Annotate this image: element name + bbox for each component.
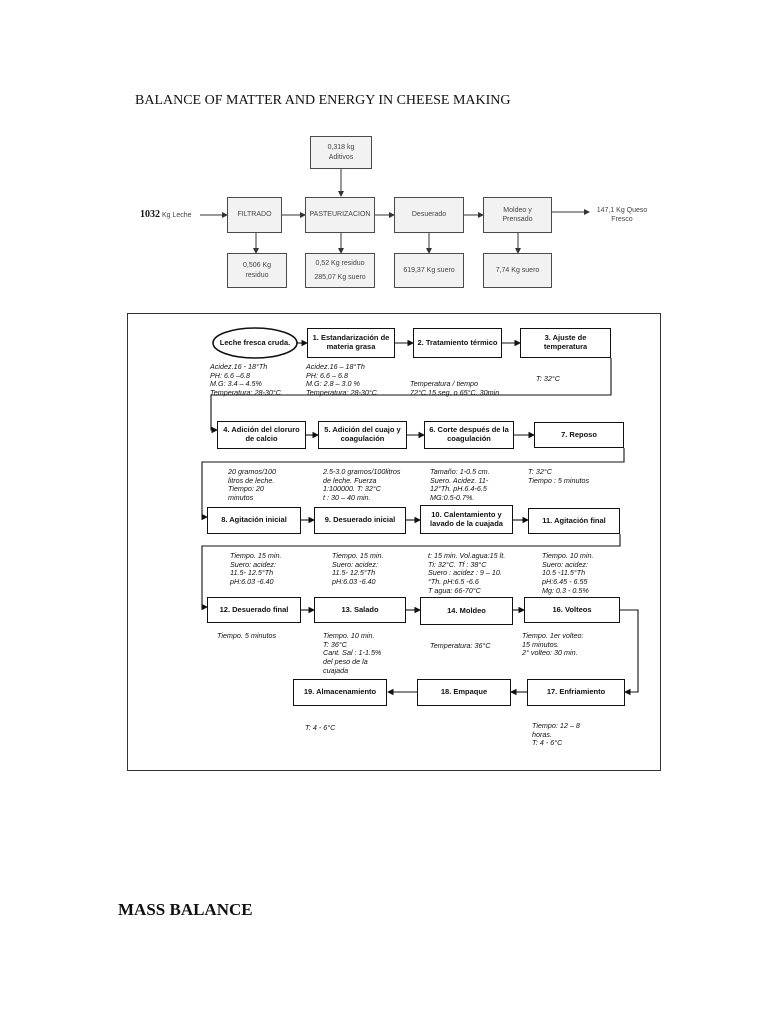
note-volteos: Tiempo. 1er volteo: 15 minutos. 2° volte…: [522, 631, 584, 658]
residue-moldeo-box: 7,74 Kg suero: [483, 253, 552, 288]
note-estandarizacion: Acidez.16 – 18°Th PH: 6.6 – 6.8 M.G: 2.8…: [306, 362, 377, 397]
note-agitacion-inicial: Tiempo. 15 min. Suero: acidez: 11.5- 12.…: [230, 551, 282, 586]
note-calentamiento: t: 15 min. Vol.agua:15 lt. Ti: 32°C. Tf …: [428, 551, 506, 595]
process-flowchart-frame: [127, 313, 661, 771]
step-filtrado: FILTRADO: [227, 197, 282, 233]
step-11-agitacion-final: 11. Agitación final: [528, 508, 620, 534]
process-arrows: [201, 327, 639, 696]
note-almacenamiento: T: 4 - 6°C: [305, 723, 336, 732]
section-heading-mass-balance: MASS BALANCE: [118, 900, 253, 919]
milk-input-label: 1032 Kg Leche: [140, 209, 192, 220]
step-2-tratamiento-termico: 2. Tratamiento térmico: [413, 328, 502, 358]
residue-desuerado-box: 619,37 Kg suero: [394, 253, 464, 288]
note-leche: Acidez.16 - 18°Th PH: 6.6 –6.8 M.G: 3.4 …: [210, 362, 281, 397]
note-reposo: T: 32°C Tiempo : 5 minutos: [528, 467, 590, 485]
note-corte: Tamaño: 1-0.5 cm. Suero. Acidez. 11- 12°…: [430, 467, 490, 502]
step-13-salado: 13. Salado: [314, 597, 406, 623]
step-16-volteos: 16. Volteos: [524, 597, 620, 623]
step-moldeo-prensado: Moldeo y Prensado: [483, 197, 552, 233]
note-cuajo: 2.5-3.0 gramos/100litros de leche. Fuerz…: [323, 467, 401, 502]
document-title: BALANCE OF MATTER AND ENERGY IN CHEESE M…: [135, 93, 511, 108]
step-8-agitacion-inicial: 8. Agitación inicial: [207, 507, 301, 534]
step-4-cloruro-calcio: 4. Adición del cloruro de calcio: [217, 421, 306, 449]
note-salado: Tiempo. 10 min. T: 36°C Cant. Sal : 1-1.…: [323, 631, 382, 675]
step-6-corte: 6. Corte después de la coagulación: [424, 421, 514, 449]
note-agitacion-final: Tiempo. 10 min. Suero: acidez: 10.5 -11.…: [542, 551, 594, 595]
step-18-empaque: 18. Empaque: [417, 679, 511, 706]
step-12-desuerado-final: 12. Desuerado final: [207, 597, 301, 623]
step-pasteurizacion: PASTEURIZACION: [305, 197, 375, 233]
mass-flow-arrows: [200, 169, 590, 254]
step-desuerado: Desuerado: [394, 197, 464, 233]
step-leche-fresca: Leche fresca cruda.: [219, 337, 291, 347]
step-10-calentamiento: 10. Calentamiento y lavado de la cuajada: [420, 505, 513, 534]
step-17-enfriamiento: 17. Enfriamiento: [527, 679, 625, 706]
step-19-almacenamiento: 19. Almacenamiento: [293, 679, 387, 706]
step-5-cuajo-coagulacion: 5. Adición del cuajo y coagulación: [318, 421, 407, 449]
step-14-moldeo: 14. Moldeo: [420, 597, 513, 625]
note-desuerado-inicial: Tiempo. 15 min. Suero: acidez: 11.5- 12.…: [332, 551, 384, 586]
note-cloruro: 20 gramos/100 litros de leche. Tiempo: 2…: [228, 467, 276, 502]
step-9-desuerado-inicial: 9. Desuerado inicial: [314, 507, 406, 534]
note-tratamiento: Temperatura / tiempo 72°C.15 seg. o 65°C…: [410, 379, 500, 397]
note-enfriamiento: Tiempo: 12 – 8 horas. T: 4 - 6°C: [532, 721, 580, 748]
step-1-estandarizacion: 1. Estandarización de materia grasa: [307, 328, 395, 358]
note-desuerado-final: Tiempo. 5 minutos: [217, 631, 277, 640]
note-ajuste: T: 32°C: [536, 374, 560, 383]
step-3-ajuste-temperatura: 3. Ajuste de temperatura: [520, 328, 611, 358]
step-7-reposo: 7. Reposo: [534, 422, 624, 448]
note-moldeo: Temperatura: 36°C: [430, 641, 491, 650]
